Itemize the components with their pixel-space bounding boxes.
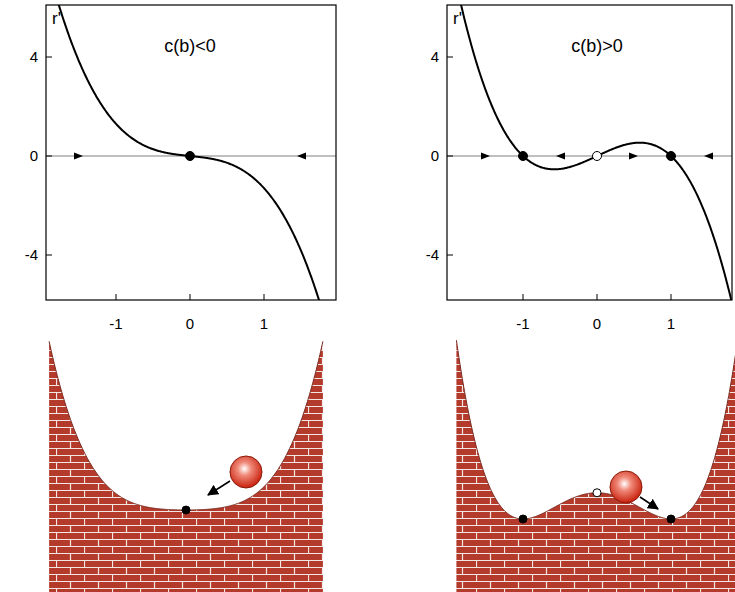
flow-arrow xyxy=(297,153,306,160)
tick-number: 1 xyxy=(260,316,268,333)
x-tick xyxy=(116,294,117,300)
y-tick xyxy=(447,57,453,58)
x-tick xyxy=(597,294,598,300)
tick-number: 4 xyxy=(431,49,439,66)
stable-point xyxy=(182,506,190,514)
y-tick xyxy=(447,255,453,256)
tick-number: -1 xyxy=(109,316,122,333)
flow-arrow xyxy=(74,153,83,160)
flow-arrow xyxy=(481,153,490,160)
plot-panel xyxy=(447,0,735,592)
tick-number: -1 xyxy=(516,316,529,333)
axis-label: r' xyxy=(52,10,61,29)
tick-number: 1 xyxy=(667,316,675,333)
tick-number: -4 xyxy=(25,247,38,264)
motion-arrow xyxy=(640,497,658,509)
ball xyxy=(610,471,642,503)
y-tick xyxy=(447,156,453,157)
flow-arrow xyxy=(556,153,565,160)
plot-frame xyxy=(46,5,336,300)
wall-outline xyxy=(456,340,735,519)
tick-number: 0 xyxy=(431,148,439,165)
unstable-point xyxy=(593,489,601,497)
plot-frame xyxy=(447,5,732,300)
tick-number: -4 xyxy=(426,247,439,264)
y-tick xyxy=(46,156,52,157)
tick-number: 0 xyxy=(30,148,38,165)
rate-curve xyxy=(46,5,335,300)
x-tick xyxy=(264,294,265,300)
stable-point xyxy=(667,515,675,523)
flow-arrow xyxy=(629,153,638,160)
case-label: c(b)<0 xyxy=(164,37,216,57)
motion-arrow xyxy=(208,481,230,495)
ball xyxy=(230,456,262,488)
plot-panel xyxy=(46,0,336,592)
y-tick xyxy=(46,57,52,58)
stable-point xyxy=(186,152,195,161)
axis-label: r' xyxy=(453,10,462,29)
tick-number: 4 xyxy=(30,49,38,66)
tick-number: 0 xyxy=(186,316,194,333)
stable-point xyxy=(519,515,527,523)
flow-arrow xyxy=(704,153,713,160)
y-tick xyxy=(46,255,52,256)
x-tick xyxy=(671,294,672,300)
tick-number: 0 xyxy=(593,316,601,333)
rate-curve xyxy=(447,5,732,300)
brick-wall xyxy=(49,341,323,592)
unstable-point xyxy=(593,152,602,161)
wall-outline xyxy=(49,341,323,510)
stable-point xyxy=(667,152,676,161)
case-label: c(b)>0 xyxy=(571,37,623,57)
x-tick xyxy=(523,294,524,300)
stable-point xyxy=(519,152,528,161)
x-tick xyxy=(190,294,191,300)
brick-wall xyxy=(456,340,735,592)
